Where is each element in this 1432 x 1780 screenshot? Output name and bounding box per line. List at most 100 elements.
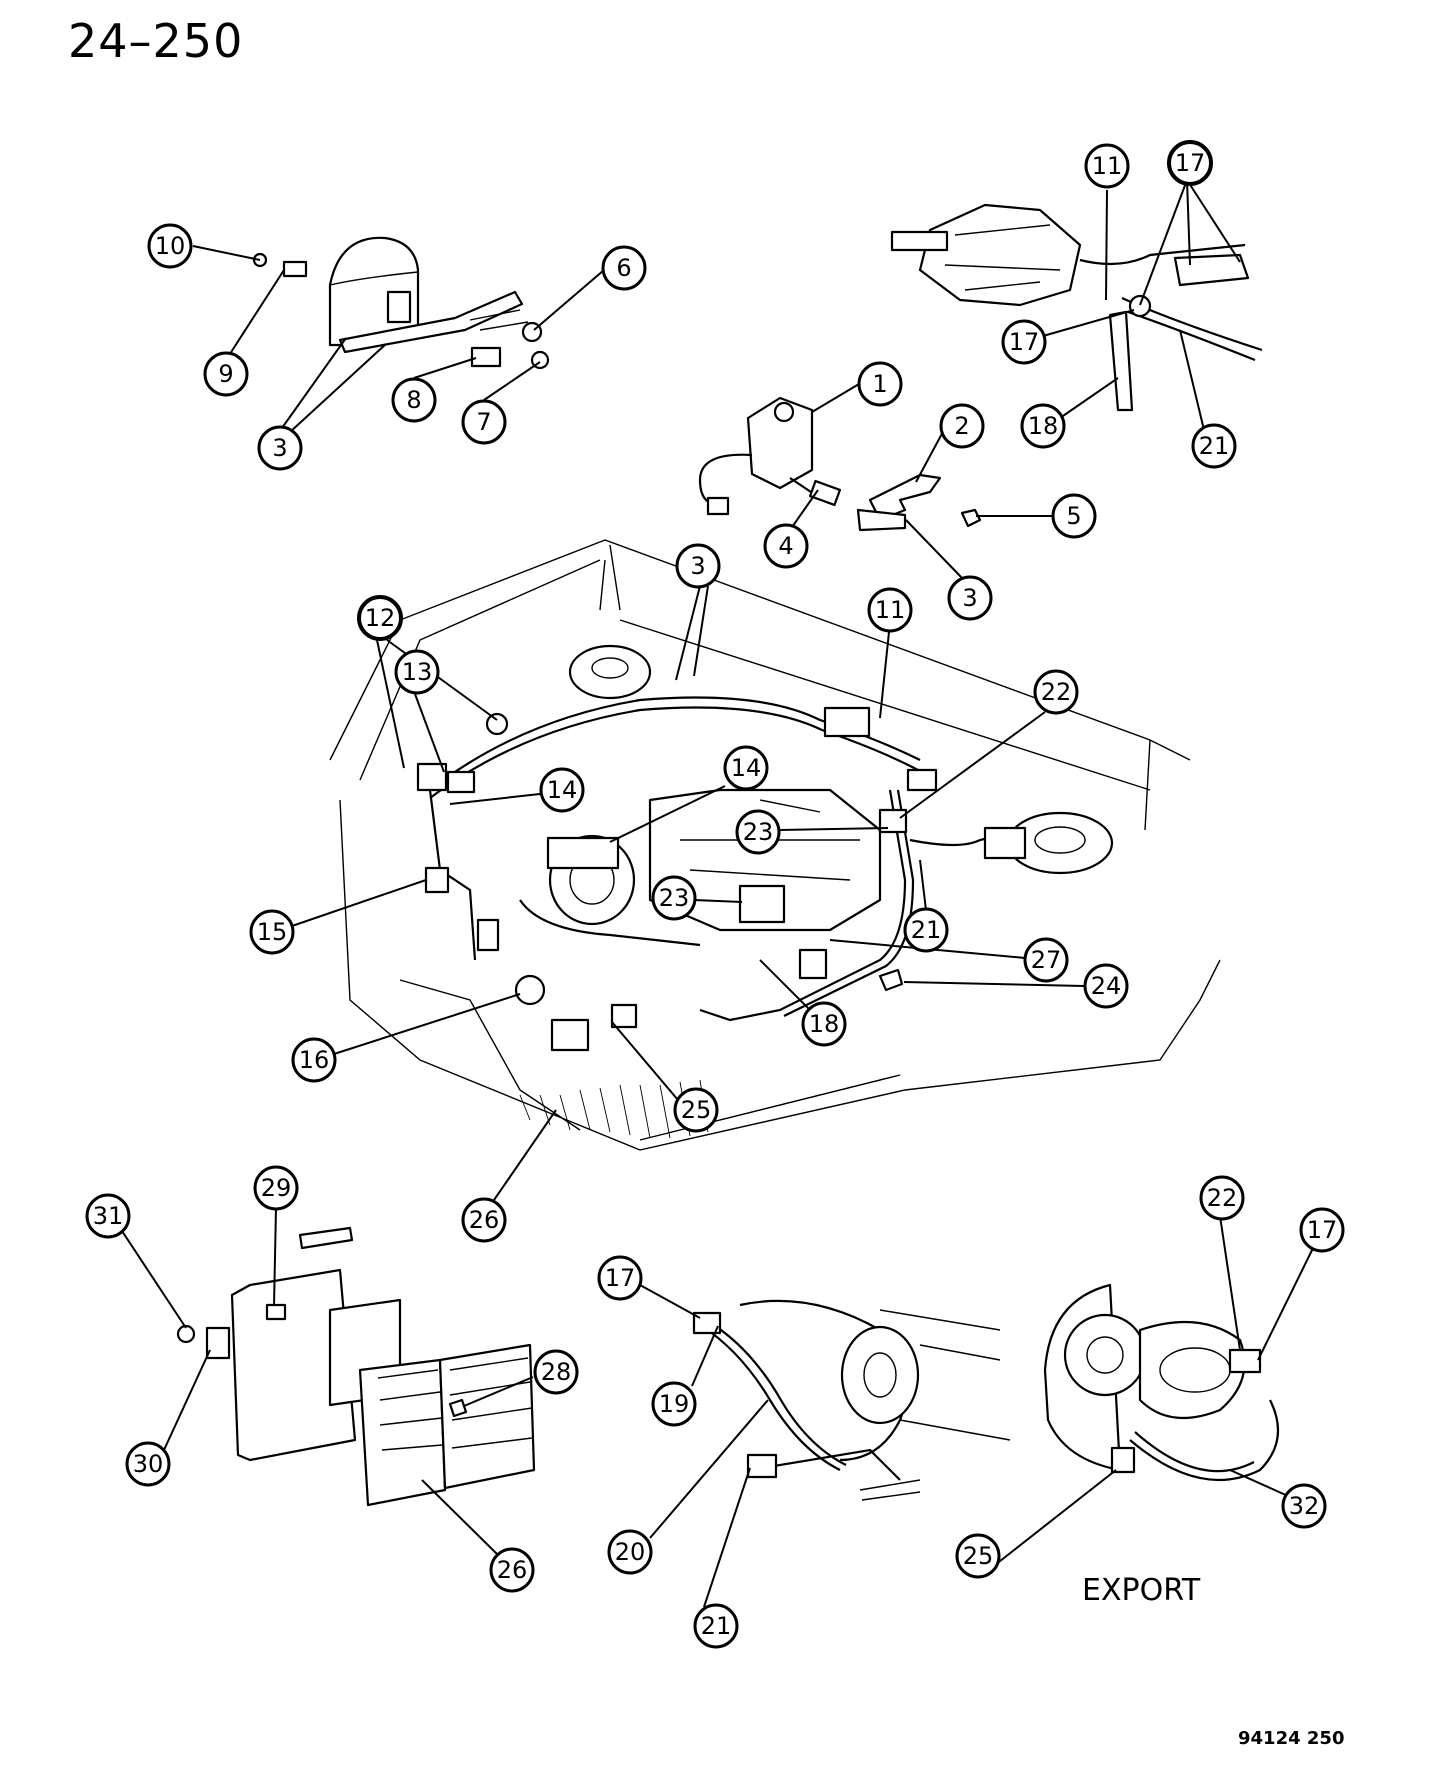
export-caption: EXPORT [1082,1573,1201,1608]
view-upper-right-hose-routing [890,203,1263,412]
svg-text:23: 23 [659,884,690,912]
callout-15: 15 [249,909,295,955]
svg-text:20: 20 [615,1538,646,1566]
svg-text:28: 28 [541,1358,572,1386]
page-title: 24–250 [68,14,244,68]
svg-text:16: 16 [299,1046,330,1074]
svg-text:5: 5 [1066,502,1081,530]
callout-17b: 17 [1001,319,1047,365]
callout-3b: 3 [947,575,993,621]
fastener-31 [176,1324,196,1344]
svg-text:9: 9 [218,360,233,388]
valve-export [1228,1348,1262,1374]
connector [706,496,730,516]
bracket-27 [798,948,828,980]
svg-text:30: 30 [133,1450,164,1478]
shield-panel [438,1343,536,1490]
bracket-13 [446,770,476,794]
panel-outer [230,1268,357,1462]
svg-text:21: 21 [701,1612,732,1640]
fitting-4 [808,479,842,507]
valve-body-1 [746,396,814,490]
svg-text:14: 14 [731,754,762,782]
view-upper-left-reservoir-bracket [252,236,550,370]
grommet-16 [514,974,546,1006]
line-bracket [338,290,524,354]
callout-17d: 17 [1299,1207,1345,1253]
svg-text:29: 29 [261,1174,292,1202]
callout-9: 9 [203,351,249,397]
callout-10: 10 [147,223,193,269]
callout-19: 19 [651,1381,697,1427]
svg-text:17: 17 [1175,149,1206,177]
hose-18 [1108,310,1134,412]
brake-line-27 [699,789,907,1022]
svg-text:18: 18 [1028,412,1059,440]
clip [476,918,500,952]
abs-unit [550,1018,590,1052]
svg-text:26: 26 [469,1206,500,1234]
svg-text:25: 25 [681,1096,712,1124]
callout-11: 11 [1084,143,1130,189]
screw-28 [448,1398,468,1418]
bolt-24 [878,968,904,992]
svg-text:25: 25 [963,1542,994,1570]
view-lower-right-export-booster [1043,1283,1280,1482]
master-cylinder-export [1138,1320,1246,1420]
callout-11b: 11 [867,587,913,633]
svg-text:32: 32 [1289,1492,1320,1520]
line-20 [699,1324,841,1471]
screw-5 [960,508,982,528]
callout-24: 24 [1083,963,1129,1009]
hood-line [329,539,1191,761]
master-cylinder [546,836,620,870]
svg-text:24: 24 [1091,972,1122,1000]
callout-18: 18 [1020,403,1066,449]
callout-12: 12 [357,595,403,641]
svg-text:8: 8 [406,386,421,414]
svg-text:11: 11 [1092,152,1123,180]
svg-text:19: 19 [659,1390,690,1418]
callout-14: 14 [539,767,585,813]
callout-8: 8 [391,377,437,423]
drum-face [840,1325,920,1425]
brake-line-14 [519,899,701,947]
shield-26 [358,1358,447,1507]
callout-22b: 22 [1199,1175,1245,1221]
callout-6: 6 [601,245,647,291]
strut-tower-left [568,644,652,700]
callout-20: 20 [607,1529,653,1575]
brake-line-left [428,789,477,961]
callout-13: 13 [394,649,440,695]
bracket-3 [856,508,907,532]
callout-29: 29 [253,1165,299,1211]
callout-23b: 23 [651,875,697,921]
svg-text:27: 27 [1031,946,1062,974]
svg-text:17: 17 [605,1264,636,1292]
callout-21b: 21 [903,907,949,953]
svg-text:17: 17 [1009,328,1040,356]
clip-30 [205,1326,231,1360]
callout-21c: 21 [693,1603,739,1649]
svg-text:3: 3 [690,552,705,580]
bracket-8 [470,346,502,368]
callout-22: 22 [1033,669,1079,715]
svg-text:21: 21 [911,916,942,944]
svg-text:12: 12 [365,604,396,632]
svg-text:1: 1 [872,370,887,398]
svg-text:31: 31 [93,1202,124,1230]
view-upper-center-valve-bracket [698,396,982,532]
callout-2: 2 [939,403,985,449]
view-lower-left-panel [176,1226,536,1507]
callout-30: 30 [125,1441,171,1487]
clip-9 [282,260,308,278]
callout-1: 1 [857,361,903,407]
callout-5: 5 [1051,493,1097,539]
view-lower-center-brake-line [692,1299,1011,1501]
svg-text:17: 17 [1307,1216,1338,1244]
tab-29 [265,1303,287,1321]
tube-32 [1129,1399,1280,1482]
callout-17: 17 [1167,140,1213,186]
svg-text:6: 6 [616,254,631,282]
callout-14b: 14 [723,745,769,791]
